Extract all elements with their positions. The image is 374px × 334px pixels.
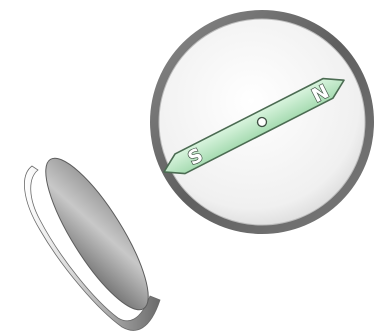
magnet-face [29, 146, 165, 322]
disc-magnet [24, 146, 164, 330]
compass: N S [150, 10, 374, 234]
